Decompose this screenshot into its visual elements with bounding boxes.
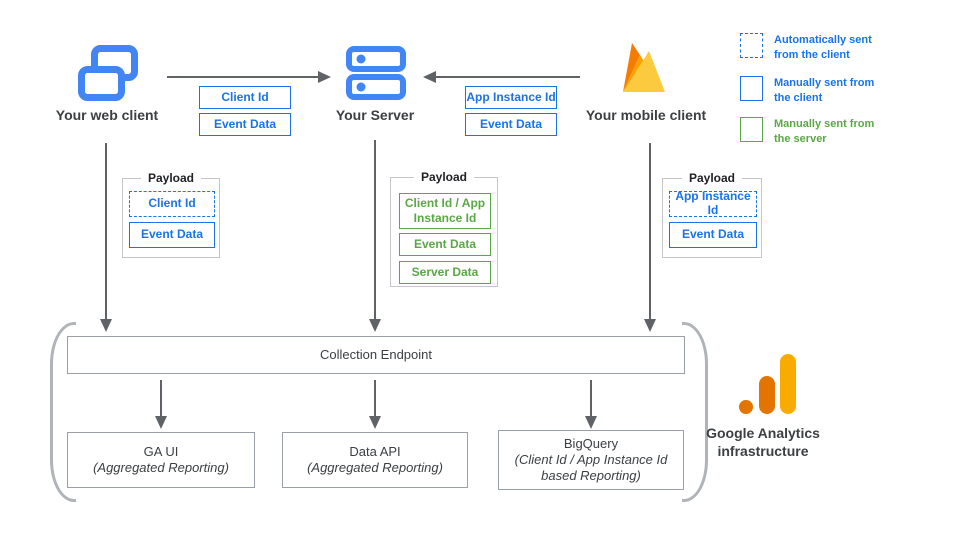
service-detail: (Aggregated Reporting) [93, 460, 229, 475]
legend-swatch-solid-blue [740, 76, 763, 101]
server-icon [346, 46, 406, 100]
web-client-label: Your web client [55, 107, 159, 123]
service-bigquery-box: BigQuery (Client Id / App Instance Id ba… [498, 430, 684, 490]
legend-label: Manually sent from the server [774, 118, 875, 145]
service-ga-ui-box: GA UI (Aggregated Reporting) [67, 432, 255, 488]
legend-swatch-dashed-blue [740, 33, 763, 58]
arrow-web-to-server [167, 71, 331, 83]
payload-web: Payload Client Id Event Data [122, 171, 220, 258]
payload-mobile: Payload App Instance Id Event Data [662, 171, 762, 258]
payload-web-client-id: Client Id [129, 191, 215, 217]
payload-mobile-title: Payload [681, 171, 743, 185]
service-detail: (Client Id / App Instance Id based Repor… [514, 452, 668, 483]
payload-mobile-event-data: Event Data [669, 222, 757, 248]
legend-item-manual-client: Manually sent from the client [740, 76, 900, 106]
payload-server-event-data: Event Data [399, 233, 491, 256]
service-data-api-box: Data API (Aggregated Reporting) [282, 432, 468, 488]
arrow-mobile-to-endpoint [644, 143, 656, 332]
payload-web-event-data: Event Data [129, 222, 215, 248]
payload-web-title: Payload [140, 171, 202, 185]
flow-mobile-app-instance-id-box: App Instance Id [465, 86, 557, 109]
service-name: Data API [349, 444, 401, 460]
legend-item-auto-client: Automatically sent from the client [740, 33, 900, 63]
flow-mobile-event-data-box: Event Data [465, 113, 557, 136]
legend-swatch-solid-green [740, 117, 763, 142]
infrastructure-caption: Google Analytics infrastructure [706, 425, 820, 460]
flow-web-client-id-box: Client Id [199, 86, 291, 109]
flow-web-event-data-box: Event Data [199, 113, 291, 136]
server-label: Your Server [335, 107, 415, 123]
arrow-endpoint-to-bigquery [585, 380, 597, 429]
arrow-web-to-endpoint [100, 143, 112, 332]
legend-label: Manually sent from the client [774, 77, 875, 104]
arrow-endpoint-to-dataapi [369, 380, 381, 429]
arrow-server-to-endpoint [369, 140, 381, 332]
legend-label: Automatically sent from the client [774, 34, 872, 61]
legend-item-manual-server: Manually sent from the server [740, 117, 900, 147]
payload-mobile-app-instance-id: App Instance Id [669, 189, 757, 217]
web-client-icon [78, 45, 138, 101]
payload-server-ids: Client Id / App Instance Id [399, 193, 491, 229]
service-detail: (Aggregated Reporting) [307, 460, 443, 475]
service-name: GA UI [143, 444, 179, 460]
payload-server-title: Payload [413, 170, 475, 184]
collection-endpoint-box: Collection Endpoint [67, 336, 685, 374]
mobile-client-label: Your mobile client [585, 107, 707, 123]
payload-server-server-data: Server Data [399, 261, 491, 284]
google-analytics-logo-icon [739, 354, 796, 414]
payload-server: Payload Client Id / App Instance Id Even… [390, 170, 498, 287]
arrow-endpoint-to-gaui [155, 380, 167, 429]
service-name: BigQuery [563, 436, 619, 452]
firebase-icon [623, 43, 665, 92]
arrow-mobile-to-server [423, 71, 580, 83]
infrastructure-bracket-right [682, 322, 708, 502]
collection-endpoint-label: Collection Endpoint [319, 347, 433, 363]
